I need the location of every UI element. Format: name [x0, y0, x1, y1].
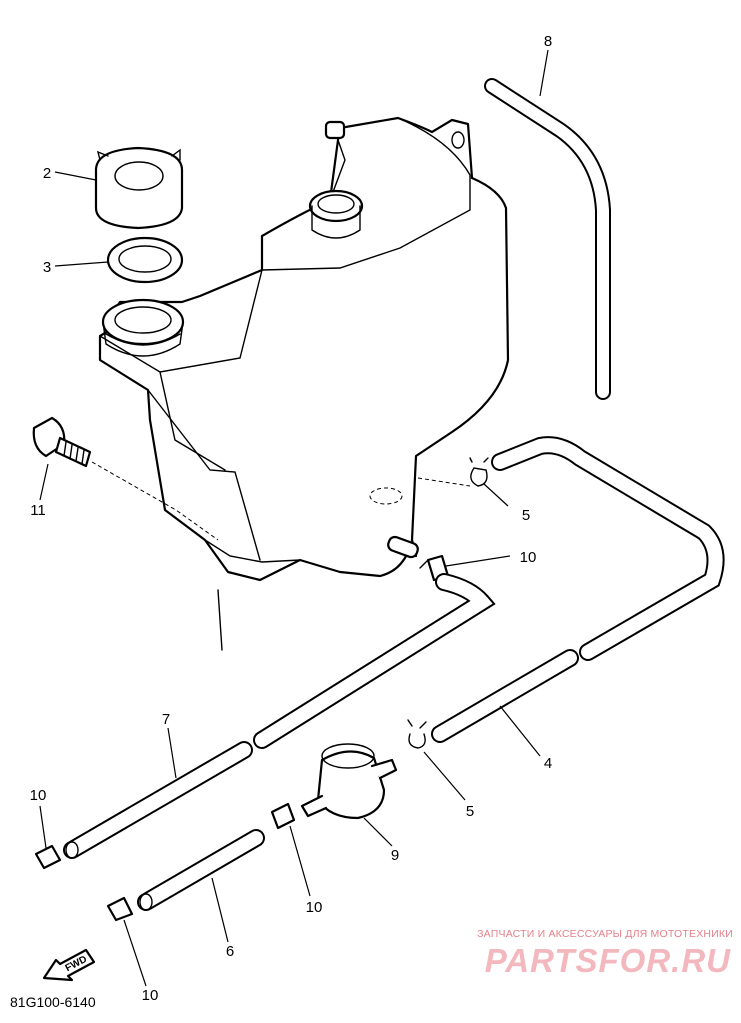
overflow-hose-8: [252, 11, 611, 400]
mounting-bolt-11: [32, 416, 219, 541]
forward-direction-arrow: FWD: [42, 948, 96, 982]
watermark-caption: ЗАПЧАСТИ И АКСЕССУАРЫ ДЛЯ МОТОТЕХНИКИ: [477, 928, 733, 940]
hose-7: [63, 741, 253, 859]
callout-8: 8: [544, 33, 552, 50]
cap-gasket-3: [106, 236, 184, 284]
callout-6: 6: [226, 943, 234, 960]
hose-clip-5-upper: [417, 457, 489, 487]
radiator-hose-4-right: [431, 436, 725, 743]
connecting-hose: [253, 573, 496, 749]
callout-11: 11: [30, 502, 46, 519]
callout-5-upper: 5: [522, 507, 530, 524]
watermark: ЗАПЧАСТИ И АКСЕССУАРЫ ДЛЯ МОТОТЕХНИКИ PA…: [428, 928, 733, 988]
callout-10-bottom: 10: [142, 987, 159, 1004]
callout-10-left: 10: [30, 787, 47, 804]
callout-5-lower: 5: [466, 803, 474, 820]
callout-4: 4: [544, 755, 552, 772]
callout-2: 2: [43, 165, 51, 182]
callout-labels: 8 2 3 11 5 10 7 4 5 10 9 10 6 10: [30, 33, 553, 1004]
callout-9: 9: [391, 847, 399, 864]
callout-10-upper: 10: [520, 549, 537, 566]
watermark-logo: PARTSFOR.RU: [484, 942, 731, 979]
coolant-reservoir-tank: [98, 116, 510, 651]
callout-10-middle: 10: [306, 899, 323, 916]
hose-clamp-10-bottom: [106, 896, 134, 922]
check-valve-9: [300, 743, 398, 820]
callout-3: 3: [43, 259, 51, 276]
reservoir-cap-2: [94, 146, 184, 230]
leader-lines: [39, 49, 549, 987]
hose-6: [137, 829, 265, 911]
hose-clamp-10-left: [34, 844, 62, 870]
callout-7: 7: [162, 711, 170, 728]
hose-clamp-10-middle: [270, 802, 296, 830]
hose-clip-5-lower: [407, 719, 427, 749]
drawing-code: 81G100-6140: [10, 994, 96, 1010]
